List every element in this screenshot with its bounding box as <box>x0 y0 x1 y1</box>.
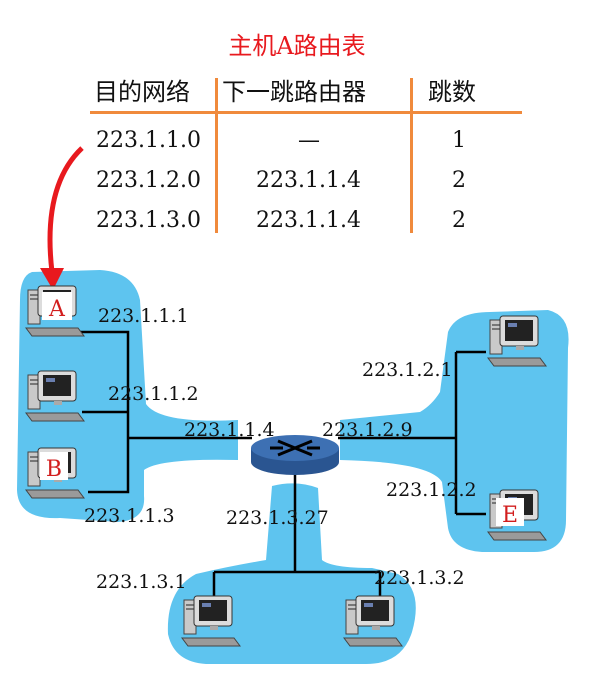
table-divider-1 <box>215 78 218 233</box>
host-2 <box>25 370 85 422</box>
ip-label: 223.1.1.1 <box>98 305 189 327</box>
host-a: A <box>25 285 85 337</box>
row1-hops: 1 <box>452 128 466 153</box>
ip-label: 223.1.1.3 <box>84 505 175 527</box>
row3-hops: 2 <box>452 208 466 233</box>
ip-label: 223.1.3.1 <box>96 571 187 593</box>
host-e: E <box>487 489 547 541</box>
computer-icon <box>487 315 547 367</box>
row1-next-hop: — <box>298 128 320 153</box>
table-title: 主机A路由表 <box>228 32 366 60</box>
wires <box>80 330 486 600</box>
ip-label: 223.1.2.1 <box>362 359 453 381</box>
row1-destination: 223.1.1.0 <box>96 128 201 153</box>
computer-icon <box>343 595 403 647</box>
host-bottom-right <box>343 595 403 647</box>
table-divider-2 <box>410 78 413 233</box>
ip-label: 223.1.3.2 <box>374 567 465 589</box>
row3-destination: 223.1.3.0 <box>96 208 201 233</box>
host-b-label: B <box>46 457 62 482</box>
header-hops: 跳数 <box>428 78 476 106</box>
arrowhead <box>40 268 64 290</box>
ip-label: 223.1.2.9 <box>322 419 413 441</box>
ip-label: 223.1.3.27 <box>226 507 329 529</box>
router-icon <box>251 435 339 475</box>
row2-hops: 2 <box>452 168 466 193</box>
ip-label: 223.1.2.2 <box>386 479 477 501</box>
arrow-to-host-a <box>47 146 84 273</box>
header-destination: 目的网络 <box>94 78 190 106</box>
computer-icon <box>25 370 85 422</box>
host-a-label: A <box>48 297 66 322</box>
row3-next-hop: 223.1.1.4 <box>256 208 361 233</box>
host-bottom-left <box>181 595 241 647</box>
ip-label: 223.1.1.4 <box>184 419 275 441</box>
row2-next-hop: 223.1.1.4 <box>256 168 361 193</box>
header-next-hop: 下一跳路由器 <box>222 78 366 106</box>
host-top-right <box>487 315 547 367</box>
table-header-rule <box>90 111 522 114</box>
host-e-label: E <box>502 503 518 528</box>
host-b: B <box>25 447 85 499</box>
ip-label: 223.1.1.2 <box>108 383 199 405</box>
row2-destination: 223.1.2.0 <box>96 168 201 193</box>
computer-icon <box>181 595 241 647</box>
